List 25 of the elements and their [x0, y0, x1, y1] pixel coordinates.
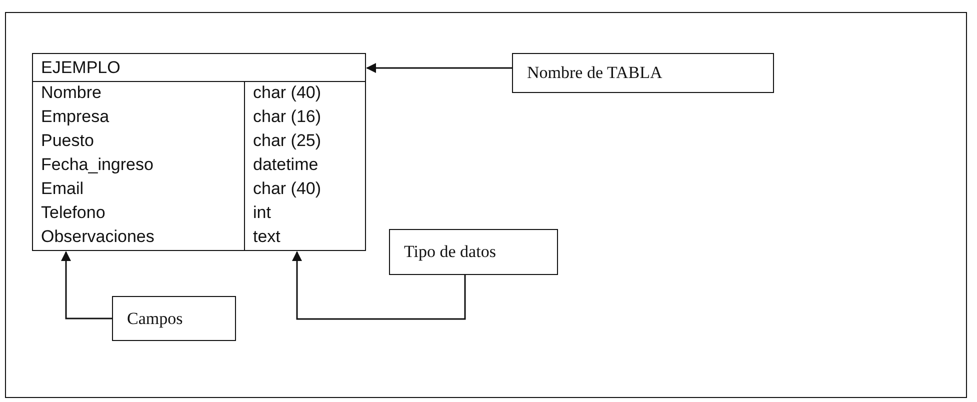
arrow [366, 63, 512, 73]
field-name: Fecha_ingreso [40, 154, 154, 176]
field-name: Observaciones [40, 226, 156, 248]
data-type: int [252, 202, 272, 224]
callout-box [112, 296, 236, 341]
data-type: char (40) [252, 82, 322, 104]
data-type: text [252, 226, 282, 248]
callout-text: Campos [127, 308, 183, 328]
data-type: char (16) [252, 106, 322, 128]
field-name: Puesto [40, 130, 95, 152]
arrow [292, 251, 466, 320]
arrow [61, 251, 112, 320]
callout-box [512, 53, 774, 93]
data-type: datetime [252, 154, 320, 176]
data-type: char (25) [252, 130, 322, 152]
field-name: Empresa [40, 106, 110, 128]
callout-text: Nombre de TABLA [527, 63, 662, 83]
field-name: Telefono [40, 202, 106, 224]
field-name: Nombre [40, 82, 102, 104]
data-type: char (40) [252, 178, 322, 200]
callout-box [389, 229, 558, 275]
field-name: Email [40, 178, 85, 200]
table-box [32, 53, 366, 251]
table-name: EJEMPLO [41, 58, 120, 78]
callout-text: Tipo de datos [404, 242, 496, 262]
